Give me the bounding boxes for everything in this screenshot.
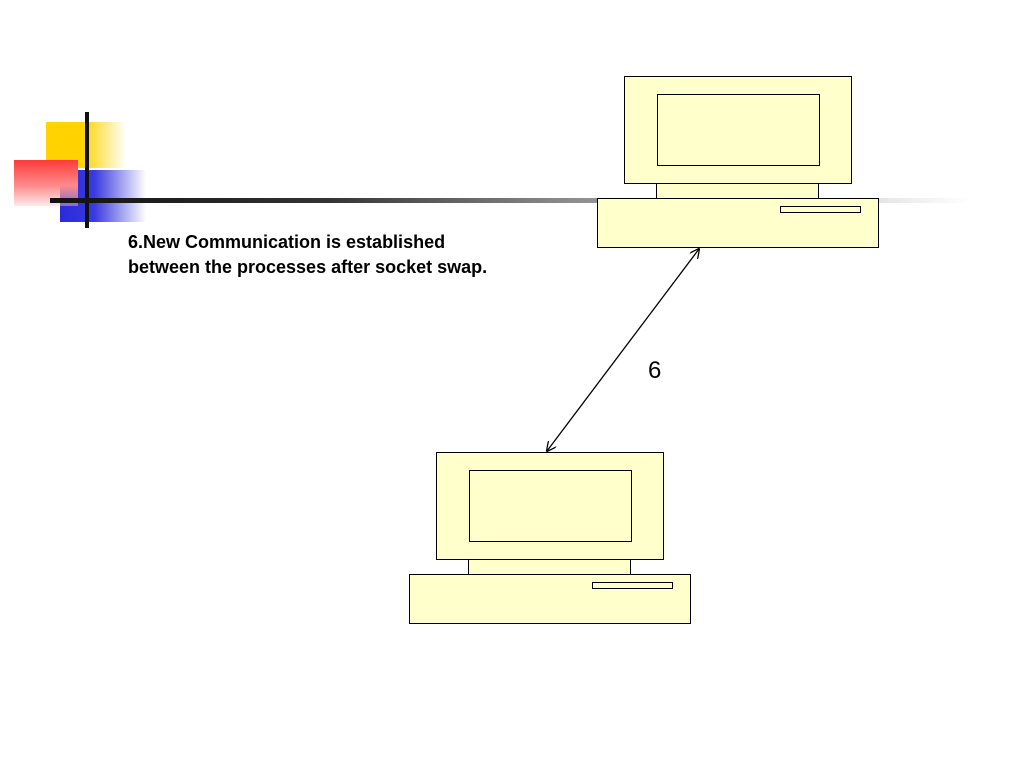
step-description-line-2: between the processes after socket swap.: [128, 257, 488, 277]
computer-base-unit: [409, 574, 691, 624]
monitor-screen: [469, 470, 632, 542]
monitor: [436, 452, 664, 560]
monitor-stand: [468, 559, 631, 575]
computer-base-unit: [597, 198, 879, 248]
disk-drive-slot: [592, 582, 673, 589]
decoration-vertical-line: [85, 112, 89, 228]
connection-arrow-line: [547, 249, 699, 451]
monitor: [624, 76, 852, 184]
monitor-stand: [656, 183, 819, 199]
decoration-horizontal-rule: [50, 198, 970, 203]
monitor-screen: [657, 94, 820, 166]
step-description: 6.New Communication is established betwe…: [128, 230, 558, 280]
step-description-line-1: 6.New Communication is established: [128, 232, 446, 252]
step-number-label: 6: [648, 357, 662, 384]
disk-drive-slot: [780, 206, 861, 213]
